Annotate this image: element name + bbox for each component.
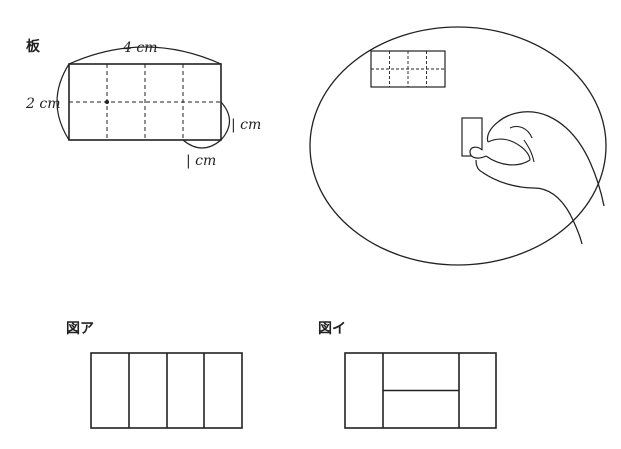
board-height-label: 2 cm (24, 96, 63, 112)
board-width-label: 4 cm (121, 40, 160, 56)
grid-point (105, 100, 109, 104)
figure-a-label: 図ア (66, 321, 94, 337)
figure-i-label: 図イ (318, 321, 346, 337)
board-grid-lines (69, 64, 221, 140)
board-diagram (56, 46, 231, 149)
board-label: 板 (26, 39, 40, 55)
hand-upper-outline (497, 111, 605, 207)
cell-width-label: | cm (184, 153, 219, 169)
cell-height-label: | cm (229, 117, 264, 133)
width-arc (68, 46, 222, 65)
hand-illustration (309, 26, 607, 266)
figure-i-diagram (344, 352, 497, 429)
cell-height-arc (220, 101, 231, 141)
cell-width-arc (182, 139, 222, 149)
hand-lower-outline (481, 171, 583, 245)
figure-a-diagram (90, 352, 243, 429)
illustration-ellipse (309, 26, 607, 266)
height-arc (56, 63, 70, 141)
